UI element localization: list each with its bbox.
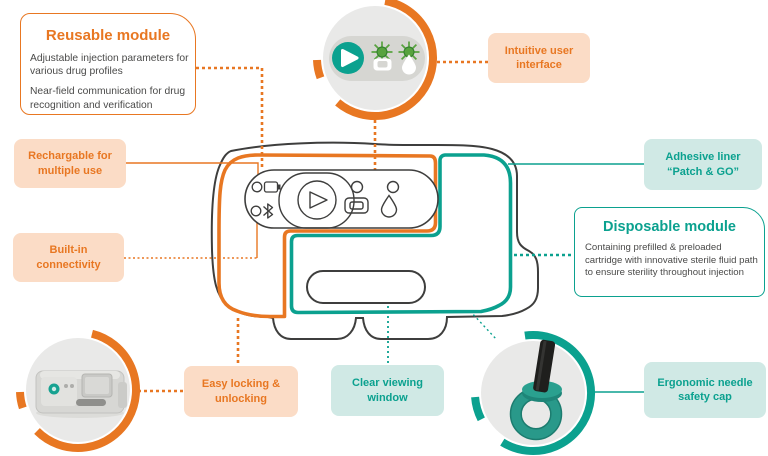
disposable-module-box: Disposable module Containing prefilled &… — [574, 207, 765, 297]
user-interface-inset — [313, 0, 438, 120]
cartridge-icon-inner — [377, 61, 388, 68]
bluetooth-icon — [263, 203, 274, 219]
clear-window-label: Clear viewing window — [352, 377, 423, 404]
connector-needle-cap — [469, 310, 498, 341]
disposable-module-outline — [289, 153, 513, 315]
drop-icon — [380, 194, 398, 218]
cartridge-led — [350, 180, 364, 194]
reusable-module-box: Reusable module Adjustable injection par… — [20, 13, 196, 115]
orange-arc — [34, 329, 140, 452]
builtin-connectivity-label: Built-in connectivity — [36, 244, 101, 271]
battery-led — [251, 181, 263, 193]
reusable-module-point-1: Adjustable injection parameters for vari… — [30, 53, 189, 78]
needle-cap-photo — [509, 339, 563, 441]
teal-arc — [500, 331, 596, 456]
needle-cap-inset — [471, 331, 596, 456]
orange-arc-segment — [313, 59, 325, 80]
play-icon — [309, 191, 328, 209]
disposable-module-body: Containing prefilled & preloaded cartrid… — [585, 242, 758, 279]
control-panel — [244, 169, 439, 229]
battery-icon-tip — [277, 184, 281, 190]
builtin-connectivity-tag: Built-in connectivity — [13, 233, 124, 282]
reusable-module-title: Reusable module — [45, 27, 171, 44]
cartridge-icon — [344, 197, 369, 214]
play-button-outline — [297, 180, 337, 220]
drop-led — [386, 180, 400, 194]
viewing-window — [306, 270, 426, 304]
play-icon — [341, 49, 359, 67]
device-photo — [35, 370, 127, 418]
ergonomic-cap-tag: Ergonomic needle safety cap — [644, 362, 766, 418]
ergonomic-cap-label: Ergonomic needle safety cap — [657, 376, 753, 403]
adhesive-liner-label: Adhesive liner “Patch & GO” — [665, 151, 741, 178]
cartridge-icon-inner — [349, 201, 364, 210]
teal-arc-segment — [471, 396, 485, 422]
reusable-module-point-2: Near-field communication for drug recogn… — [30, 86, 186, 111]
connector-reusable — [196, 66, 264, 170]
drop-icon — [402, 54, 416, 75]
disposable-module-title: Disposable module — [603, 219, 736, 235]
locking-inset — [16, 329, 140, 452]
green-led-icon — [376, 46, 388, 58]
rechargable-label: Rechargable for multiple use — [28, 150, 112, 177]
orange-arc-segment — [16, 391, 27, 410]
easy-locking-tag: Easy locking & unlocking — [184, 366, 298, 417]
bluetooth-led — [250, 205, 262, 217]
orange-arc — [335, 0, 438, 120]
clear-window-tag: Clear viewing window — [331, 365, 444, 416]
adhesive-liner-tag: Adhesive liner “Patch & GO” — [644, 139, 762, 190]
easy-locking-label: Easy locking & unlocking — [201, 378, 281, 405]
intuitive-interface-tag: Intuitive user interface — [488, 33, 590, 83]
reusable-module-outline — [217, 153, 438, 319]
rechargable-tag: Rechargable for multiple use — [14, 139, 126, 188]
intuitive-interface-label: Intuitive user interface — [504, 44, 574, 71]
